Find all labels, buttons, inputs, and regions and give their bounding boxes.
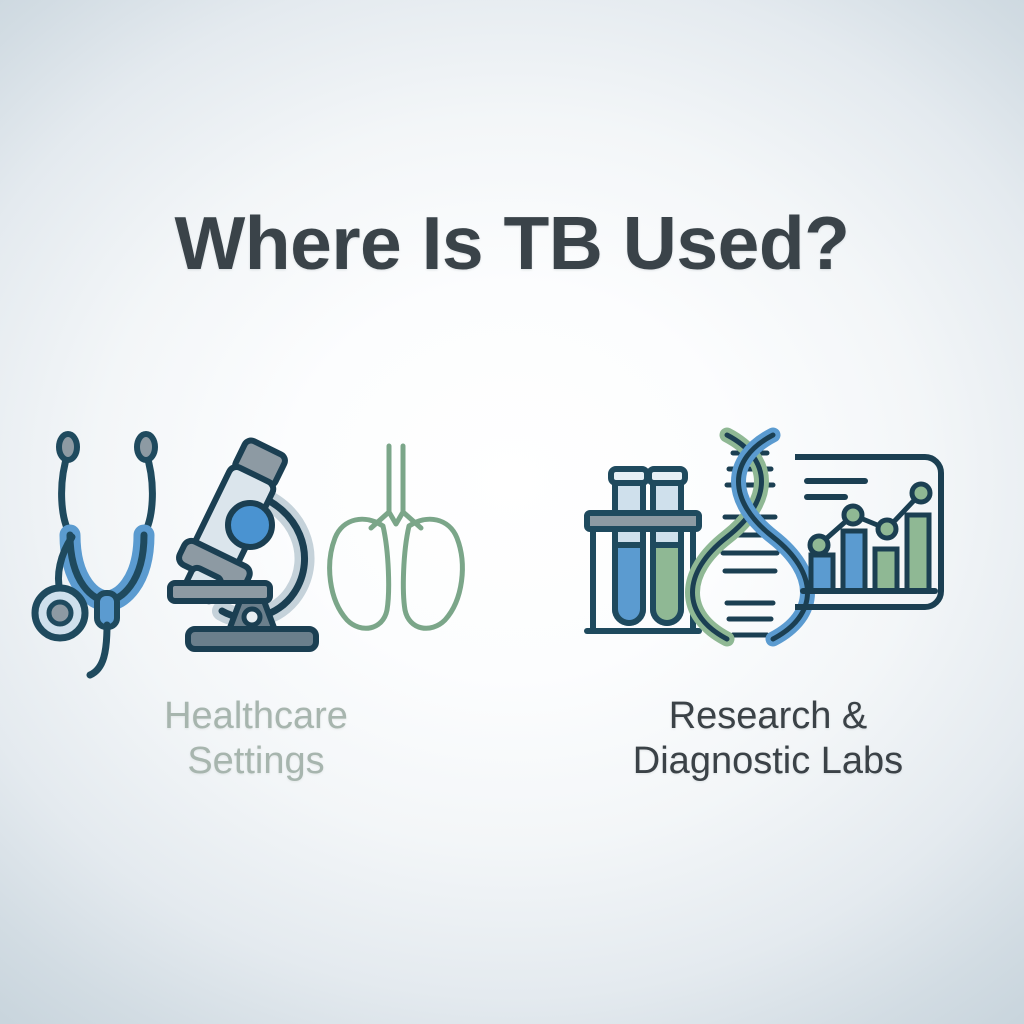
healthcare-icon-row (31, 418, 471, 679)
caption-labs: Research & Diagnostic Labs (632, 695, 904, 782)
panels-row: Healthcare Settings (0, 418, 1024, 784)
labs-icon-row (583, 418, 953, 650)
page-title: Where Is TB Used? (174, 201, 850, 285)
test-tubes-icon (583, 459, 703, 644)
chart-trend-line (807, 481, 933, 557)
panel-healthcare: Healthcare Settings (0, 418, 512, 784)
chart-bars (808, 512, 932, 594)
lungs-icon (321, 440, 471, 640)
caption-healthcare: Healthcare Settings (164, 695, 348, 782)
dna-helix-icon (685, 425, 815, 650)
chart-header-rules (804, 478, 868, 500)
title-block: Where Is TB Used? (0, 206, 1024, 281)
analytics-chart-icon (793, 449, 953, 634)
stethoscope-icon (31, 425, 172, 679)
panel-labs: Research & Diagnostic Labs (512, 418, 1024, 784)
microscope-icon (154, 425, 329, 652)
